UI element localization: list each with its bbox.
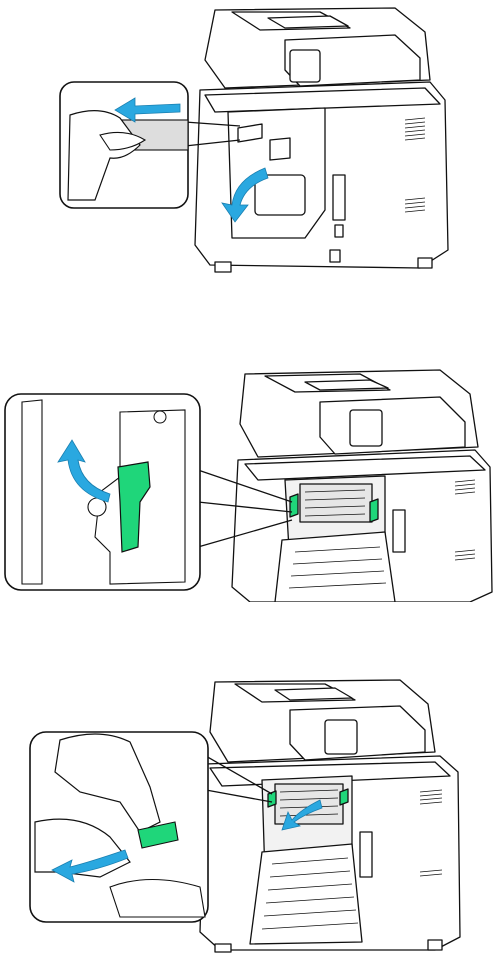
callout-hand-lifting-tab <box>30 732 208 922</box>
right-fuser-tab <box>340 789 348 805</box>
rear-door-open <box>275 532 395 602</box>
step-lift-fuser-tab-panel <box>0 672 501 953</box>
printer-rear-view-door-open-illustration <box>0 352 501 602</box>
printer-rear-view-illustration <box>0 0 501 280</box>
step-open-rear-door-panel <box>0 0 501 280</box>
right-fuser-lever <box>370 499 378 522</box>
printer-rear-view-fuser-exposed-illustration <box>0 672 501 953</box>
callout-hand-pulling-latch <box>60 82 188 208</box>
left-fuser-lever <box>290 494 298 517</box>
step-raise-fuser-lever-panel <box>0 352 501 602</box>
